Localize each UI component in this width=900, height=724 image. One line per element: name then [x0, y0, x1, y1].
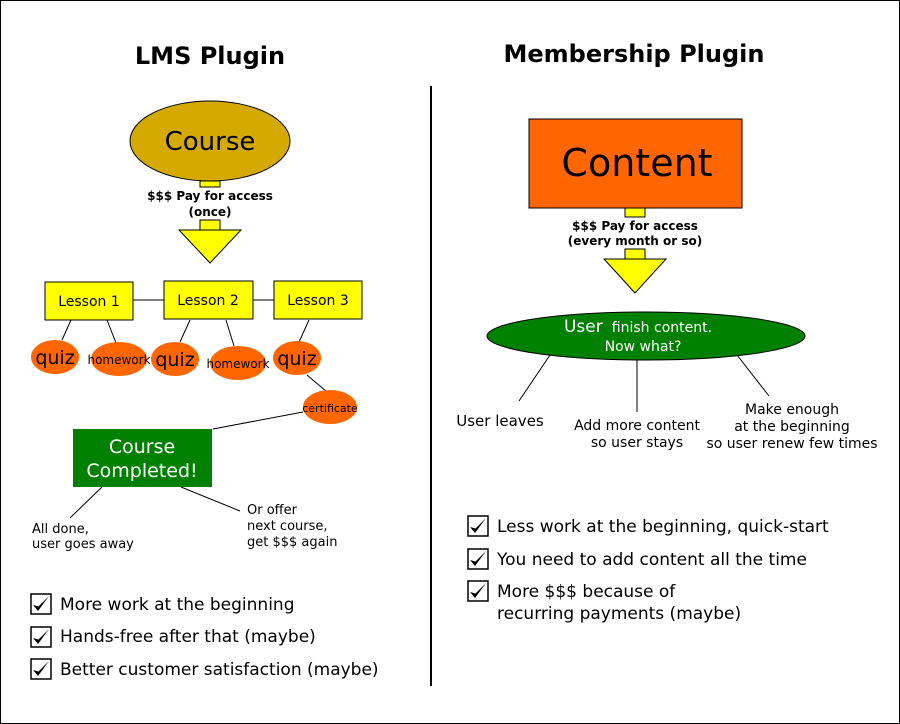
checkbox-icon — [30, 593, 52, 615]
add-content-line1: Add more content — [574, 418, 700, 434]
checkbox-icon — [467, 580, 489, 602]
certificate-ellipse — [303, 390, 357, 424]
quiz-1-label: quiz — [35, 347, 74, 369]
certificate-label: certificate — [302, 402, 358, 415]
membership-check-3-cont: recurring payments (maybe) — [497, 604, 741, 624]
finish-user-word: User — [564, 317, 603, 337]
pay-label-line1: $$$ Pay for access — [147, 189, 273, 203]
checkbox-icon — [467, 548, 489, 570]
membership-check-3: More $$$ because of — [497, 582, 676, 602]
course-completed-line2: Completed! — [86, 460, 197, 482]
finish-content-ellipse — [486, 311, 806, 361]
outcome-away-line1: All done, — [32, 522, 89, 537]
pay-arrow-stem-right — [624, 248, 646, 260]
membership-title: Membership Plugin — [504, 40, 765, 68]
pay-label-right-line2: (every month or so) — [568, 234, 702, 248]
link-lesson2-quiz — [179, 319, 191, 343]
outcome-next-line2: next course, — [247, 519, 328, 534]
pay-label-line2: (once) — [188, 205, 231, 219]
quiz-3-label: quiz — [277, 348, 316, 370]
renew-line2: at the beginning — [734, 419, 850, 435]
course-completed-box — [73, 429, 212, 487]
link-lesson3-quiz — [298, 319, 310, 343]
lms-check-1: More work at the beginning — [60, 595, 294, 615]
user-leaves-label: User leaves — [456, 412, 544, 430]
pay-arrow-head — [177, 229, 243, 264]
course-completed-line1: Course — [109, 436, 175, 458]
outcome-next-line1: Or offer — [247, 503, 298, 518]
link-lesson1-homework — [106, 319, 117, 344]
lms-check-3: Better customer satisfaction (maybe) — [60, 660, 379, 680]
lesson-2-box — [163, 280, 254, 320]
content-box — [528, 118, 743, 209]
checkbox-icon — [30, 626, 52, 648]
add-content-line2: so user stays — [591, 435, 683, 451]
lesson-1-label: Lesson 1 — [58, 294, 120, 310]
membership-check-2: You need to add content all the time — [496, 550, 807, 570]
lesson-1-box — [44, 281, 134, 321]
lesson-3-label: Lesson 3 — [287, 293, 349, 309]
outcome-next-line3: get $$$ again — [247, 535, 337, 550]
quiz-1-ellipse — [31, 340, 79, 374]
renew-line1: Make enough — [745, 402, 839, 418]
link-lesson1-quiz — [61, 319, 72, 341]
finish-rest-words: finish content. — [612, 320, 712, 336]
quiz-2-label: quiz — [155, 349, 194, 371]
quiz-3-ellipse — [273, 341, 321, 375]
quiz-2-ellipse — [151, 342, 199, 376]
pay-arrow-stem-top-right — [624, 207, 646, 218]
course-label: Course — [165, 127, 256, 157]
link-lesson3-certificate — [306, 374, 328, 393]
homework-1-label: homework — [87, 353, 150, 367]
lesson-2-label: Lesson 2 — [177, 293, 239, 309]
membership-check-1: Less work at the beginning, quick-start — [497, 517, 829, 537]
pay-arrow-head-right — [602, 258, 668, 294]
pay-arrow-stem-top — [199, 180, 221, 188]
link-certificate-completed — [212, 411, 304, 430]
checkbox-icon — [467, 515, 489, 537]
finish-content-line1: User finish content. — [564, 317, 712, 337]
pay-label-right-line1: $$$ Pay for access — [572, 219, 698, 233]
lms-check-2: Hands-free after that (maybe) — [60, 627, 316, 647]
checkbox-icon — [30, 658, 52, 680]
finish-content-line2: Now what? — [605, 339, 682, 355]
homework-2-label: homework — [206, 357, 269, 371]
link-completed-away — [69, 486, 103, 519]
link-completed-next — [180, 486, 241, 512]
lms-title: LMS Plugin — [135, 42, 285, 70]
renew-line3: so user renew few times — [706, 436, 877, 452]
link-finish-renew — [736, 354, 770, 397]
lesson-3-box — [273, 280, 363, 320]
pay-arrow-stem — [199, 219, 221, 231]
link-finish-leaves — [518, 354, 551, 402]
homework-1-ellipse — [91, 342, 147, 376]
link-lesson2-homework — [225, 319, 235, 347]
content-label: Content — [561, 141, 712, 185]
homework-2-ellipse — [210, 346, 266, 380]
outcome-away-line2: user goes away — [32, 537, 134, 552]
